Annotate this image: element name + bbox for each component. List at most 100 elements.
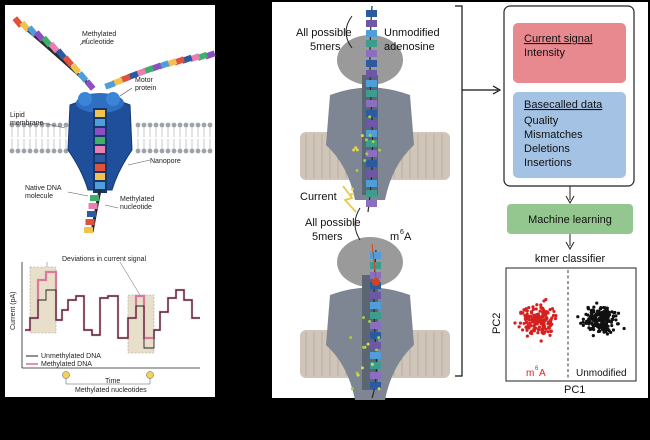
scatter-point-m6a <box>541 313 545 317</box>
ion-dot <box>368 115 372 119</box>
current-trace-chart: Deviations in current signal Current (pA… <box>10 256 200 394</box>
scatter-point-m6a <box>548 333 552 337</box>
lipid-head <box>201 148 207 154</box>
lipid-head <box>153 122 159 128</box>
lipid-head <box>33 148 39 154</box>
basecalled-item-deletions: Deletions <box>524 143 570 155</box>
current-signal-item: Intensity <box>524 47 565 59</box>
dna-strands-top <box>12 16 216 91</box>
scatter-point-unmodified <box>595 324 599 328</box>
scatter-point-unmodified <box>611 328 616 332</box>
scatter-point-unmodified <box>605 314 610 318</box>
scatter-point-m6a <box>550 307 555 311</box>
dna-base <box>366 20 377 27</box>
scatter-point-unmodified <box>612 311 616 315</box>
scatter-point-unmodified <box>614 314 618 318</box>
ion-dot <box>365 152 369 156</box>
label-native-dna-1: Native DNA <box>25 185 62 192</box>
lipid-head <box>165 122 171 128</box>
lipid-head <box>33 122 39 128</box>
dna-base <box>95 137 105 144</box>
lipid-head <box>153 148 159 154</box>
scatter-point-unmodified <box>594 314 598 318</box>
motor-protein-lobe <box>78 92 92 106</box>
arrow-to-ml <box>565 186 575 205</box>
bracket-bottom <box>354 207 361 241</box>
lipid-head <box>183 148 189 154</box>
lipid-head <box>195 122 201 128</box>
scatter-point-m6a <box>539 339 543 343</box>
ml-panel <box>507 204 633 234</box>
basecalled-item-quality: Quality <box>524 115 559 127</box>
motor-protein-lobe <box>106 92 120 106</box>
lipid-head <box>39 148 45 154</box>
classifier-scatter: m 6 A Unmodified PC1 PC2 <box>491 267 637 396</box>
scatter-point-unmodified <box>598 307 602 311</box>
label-all-possible-top-1: All possible <box>296 27 352 39</box>
label-motor-protein-2: protein <box>135 85 157 92</box>
lipid-head <box>9 148 15 154</box>
dna-base <box>95 155 105 162</box>
lipid-head <box>147 122 153 128</box>
label-m6a: m 6 A <box>390 229 412 243</box>
scatter-point-m6a <box>544 316 548 320</box>
lipid-head <box>141 122 147 128</box>
scatter-point-m6a <box>526 323 530 327</box>
svg-text:m: m <box>526 368 534 379</box>
flow-bracket <box>455 5 502 377</box>
label-nanopore: Nanopore <box>150 158 181 165</box>
svg-text:m: m <box>390 231 399 243</box>
scatter-point-m6a <box>532 327 536 331</box>
scatter-point-m6a <box>539 303 543 307</box>
pore-assembly-top <box>300 5 450 213</box>
lipid-head <box>63 148 69 154</box>
dna-base <box>370 262 381 269</box>
scatter-point-unmodified <box>595 301 599 305</box>
scatter-point-unmodified <box>605 306 609 310</box>
current-signal-title: Current signal <box>524 33 592 45</box>
dna-base <box>370 332 381 339</box>
lipid-head <box>39 122 45 128</box>
nanopore-protein <box>67 92 133 193</box>
ion-dot <box>363 158 367 162</box>
dna-base <box>366 150 377 157</box>
lipid-head <box>201 122 207 128</box>
lipid-head <box>135 122 141 128</box>
ion-dot <box>352 148 356 152</box>
dna-base <box>370 342 381 349</box>
ion-dot <box>362 316 366 320</box>
scatter-point-unmodified <box>581 317 585 321</box>
basecalled-title: Basecalled data <box>524 99 603 111</box>
scatter-point-m6a <box>552 309 556 314</box>
lipid-head <box>63 122 69 128</box>
dna-base <box>95 182 105 189</box>
scatter-point-m6a <box>553 316 558 321</box>
scatter-point-m6a <box>554 313 558 318</box>
scatter-point-m6a <box>528 331 533 335</box>
scatter-point-m6a <box>548 308 552 312</box>
scatter-point-m6a <box>523 317 528 322</box>
scatter-point-m6a <box>529 314 533 318</box>
dna-base <box>104 80 116 90</box>
ion-dot <box>349 336 353 340</box>
deviation-highlight-2 <box>127 294 155 354</box>
lipid-head <box>45 148 51 154</box>
lipid-head <box>27 148 33 154</box>
lipid-head <box>207 148 213 154</box>
basecalled-panel <box>513 92 626 178</box>
dna-base <box>366 60 377 67</box>
dna-base <box>95 128 105 135</box>
scatter-point-unmodified <box>581 323 585 327</box>
label-all-possible-bottom-1: All possible <box>305 217 361 229</box>
scatter-point-unmodified <box>581 320 585 324</box>
left-panel-background <box>5 5 215 397</box>
lipid-head <box>177 122 183 128</box>
dna-base <box>95 146 105 153</box>
scatter-point-unmodified <box>606 327 610 332</box>
ion-dot <box>364 138 368 142</box>
label-all-possible-top-2: 5mers <box>310 41 341 53</box>
scatter-point-m6a <box>541 324 545 328</box>
dna-base <box>41 35 53 48</box>
class-label-unmodified: Unmodified <box>576 368 627 379</box>
label-native-dna-2: molecule <box>25 193 53 200</box>
